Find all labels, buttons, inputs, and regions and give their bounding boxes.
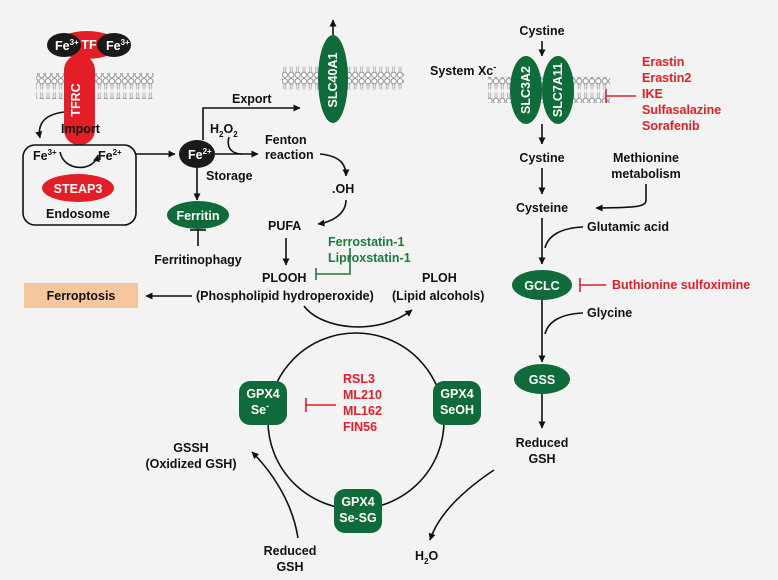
fenton-label-2: reaction — [265, 148, 314, 162]
ml162-label: ML162 — [343, 404, 382, 418]
fe2-ion — [179, 140, 215, 168]
gss-enzyme — [514, 364, 570, 394]
slc40a1-transporter — [318, 35, 348, 123]
erastin2-label: Erastin2 — [642, 71, 691, 85]
erastin-label: Erastin — [642, 55, 684, 69]
gssh-label: GSSH — [173, 441, 208, 455]
storage-label: Storage — [206, 169, 253, 183]
ferroptosis-label: Ferroptosis — [47, 289, 116, 303]
sulfasalazine-label: Sulfasalazine — [642, 103, 721, 117]
ferroptosis-box — [24, 283, 138, 308]
pufa-label: PUFA — [268, 219, 301, 233]
methionine-label-2: metabolism — [611, 167, 680, 181]
gclc-label: GCLC — [524, 279, 559, 293]
export-label: Export — [232, 92, 272, 106]
fin56-label: FIN56 — [343, 420, 377, 434]
svg-text:Se-: Se- — [251, 401, 269, 417]
reduced-gsh-bottom-label-2: GSH — [276, 560, 303, 574]
reduced-gsh-right-label-1: Reduced — [516, 436, 569, 450]
steap3-enzyme — [42, 174, 114, 202]
slc3a2-transporter — [510, 56, 542, 124]
system-xc-label: System Xc- — [430, 62, 496, 78]
endosome-box — [22, 144, 137, 226]
ferritin-protein — [167, 201, 229, 229]
gpx4-seoh-node — [433, 381, 481, 425]
gpx4-se-node — [239, 381, 287, 425]
ferritinophagy-label: Ferritinophagy — [154, 253, 242, 267]
glutamic-acid-label: Glutamic acid — [587, 220, 669, 234]
reduced-gsh-to-h2o-arrow — [428, 469, 495, 541]
endosome-fe2: Fe2+ — [98, 148, 122, 163]
tf-label: TF — [81, 38, 97, 52]
ferrostatin-1-label: Ferrostatin-1 — [328, 235, 404, 249]
ml210-label: ML210 — [343, 388, 382, 402]
tfrc-label: TFRC — [69, 83, 83, 116]
methionine-to-cysteine-arrow — [595, 184, 647, 212]
cystine-top-label: Cystine — [519, 24, 564, 38]
import-arrow — [35, 111, 65, 139]
gclc-enzyme — [512, 270, 572, 300]
gpx4-sesg-node — [334, 489, 382, 533]
ploh-full-label: (Lipid alcohols) — [392, 289, 484, 303]
tfrc-receptor — [64, 55, 95, 145]
ferrostatin-inhibit-line — [315, 248, 351, 280]
reduced-gsh-bottom-label-1: Reduced — [264, 544, 317, 558]
slc7a11-transporter — [542, 56, 574, 124]
gssh-full-label: (Oxidized GSH) — [146, 457, 237, 471]
fe3-right-ion — [97, 33, 131, 57]
glutamic-acid-curve — [544, 226, 584, 249]
slc7a11-label: SLC7A11 — [551, 63, 565, 117]
gss-label: GSS — [529, 373, 555, 387]
tfrc-complex: Fe3+ Fe3+ TF TFRC — [47, 31, 131, 145]
svg-text:GPX4: GPX4 — [341, 495, 374, 509]
svg-text:GPX4: GPX4 — [246, 387, 279, 401]
glycine-curve — [544, 312, 584, 335]
svg-text:Fe3+: Fe3+ — [55, 38, 79, 53]
svg-text:SeOH: SeOH — [440, 403, 474, 417]
h2o-label: H2O — [415, 549, 438, 566]
cystine-mid-label: Cystine — [519, 151, 564, 165]
rsl3-label: RSL3 — [343, 372, 375, 386]
oh-to-pufa-arrow — [317, 199, 347, 227]
oh-label: .OH — [332, 182, 354, 196]
liproxstatin-1-label: Liproxstatin-1 — [328, 251, 411, 265]
h2o2-curve — [227, 136, 243, 155]
endosome-label: Endosome — [46, 207, 110, 221]
sorafenib-label: Sorafenib — [642, 119, 700, 133]
fenton-label-1: Fenton — [265, 133, 307, 147]
export-arrow — [202, 104, 301, 140]
fe3-left-ion — [47, 33, 81, 57]
steap3-label: STEAP3 — [54, 182, 103, 196]
svg-text:Fe3+: Fe3+ — [106, 38, 130, 53]
svg-text:Se-SG: Se-SG — [339, 511, 377, 525]
slc40a1-label: SLC40A1 — [326, 53, 340, 108]
reduced-gsh-right-label-2: GSH — [528, 452, 555, 466]
plooh-to-ploh-arrow — [303, 305, 413, 328]
methionine-label-1: Methionine — [613, 151, 679, 165]
fenton-to-oh-arrow — [319, 153, 350, 177]
h2o2-label: H2O2 — [210, 122, 238, 139]
ferritin-label: Ferritin — [176, 209, 219, 223]
plooh-full-label: (Phospholipid hydroperoxide) — [196, 289, 374, 303]
svg-text:GPX4: GPX4 — [440, 387, 473, 401]
buthionine-sulfoximine-label: Buthionine sulfoximine — [612, 278, 750, 292]
ploh-label: PLOH — [422, 271, 457, 285]
cysteine-label: Cysteine — [516, 201, 568, 215]
glycine-label: Glycine — [587, 306, 632, 320]
reduced-gsh-to-gssh-arrow — [251, 451, 299, 539]
ike-label: IKE — [642, 87, 663, 101]
svg-text:Fe2+: Fe2+ — [188, 147, 212, 162]
import-label: Import — [61, 122, 101, 136]
endosome-fe3: Fe3+ — [33, 148, 57, 163]
plooh-label: PLOOH — [262, 271, 306, 285]
slc3a2-label: SLC3A2 — [519, 66, 533, 114]
fe3-to-fe2-arrow — [59, 151, 100, 169]
